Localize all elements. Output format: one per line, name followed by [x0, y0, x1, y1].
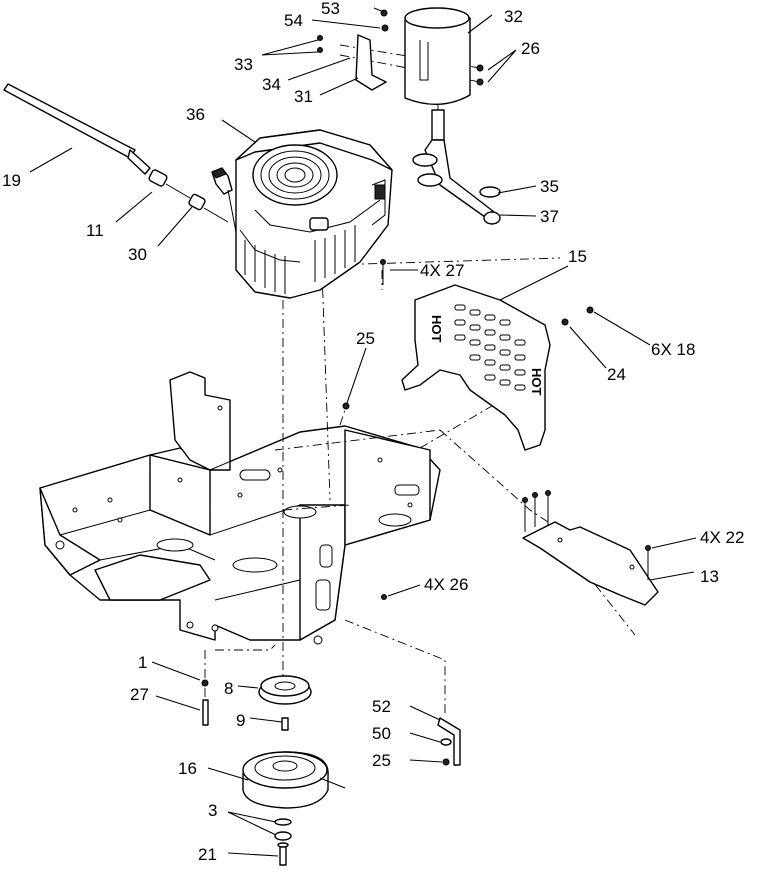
callout-24: 24: [607, 365, 626, 384]
callout-31: 31: [294, 87, 313, 106]
cover-plate: [522, 490, 659, 606]
fuel-line: [3, 83, 229, 223]
callout-50: 50: [372, 724, 391, 743]
shield-hot-text-left: HOT: [429, 315, 444, 343]
muffler-assembly: [317, 7, 501, 225]
clutch-components: [201, 675, 346, 866]
callout-4x26: 4X 26: [424, 575, 468, 594]
callout-15: 15: [568, 247, 587, 266]
callout-6x18: 6X 18: [651, 340, 695, 359]
callout-11: 11: [86, 221, 104, 240]
callout-33: 33: [234, 55, 253, 74]
brake-linkage: [342, 259, 461, 766]
callout-52: 52: [372, 697, 391, 716]
callout-16: 16: [178, 759, 197, 778]
callout-37: 37: [540, 207, 559, 226]
callout-13: 13: [700, 567, 719, 586]
callout-26: 26: [521, 39, 540, 58]
callout-1: 1: [138, 653, 147, 672]
callout-32: 32: [504, 7, 523, 26]
chassis-frame: [39, 371, 441, 645]
callout-30: 30: [128, 245, 147, 264]
callout-21: 21: [198, 845, 217, 864]
callout-8: 8: [224, 679, 233, 698]
callout-54: 54: [284, 11, 303, 30]
callout-53: 53: [321, 0, 340, 18]
callout-35: 35: [540, 177, 559, 196]
callout-27: 27: [130, 685, 149, 704]
callout-4x27: 4X 27: [420, 261, 464, 280]
heat-shield: HOT HOT: [401, 284, 594, 451]
callout-25-lower: 25: [372, 751, 391, 770]
callout-19: 19: [2, 171, 21, 190]
callout-3: 3: [208, 801, 217, 820]
callout-25-upper: 25: [356, 329, 375, 348]
callout-34: 34: [262, 75, 281, 94]
engine: [211, 129, 393, 299]
callout-labels: 53 32 54 26 33 34 31 36 19 35 11 37 30 4…: [2, 0, 744, 864]
shield-slots: [454, 304, 526, 391]
leader-lines: [29, 7, 697, 857]
callout-4x22: 4X 22: [700, 528, 744, 547]
shield-hot-text-right: HOT: [529, 368, 544, 396]
callout-36: 36: [186, 105, 205, 124]
callout-9: 9: [236, 711, 245, 730]
